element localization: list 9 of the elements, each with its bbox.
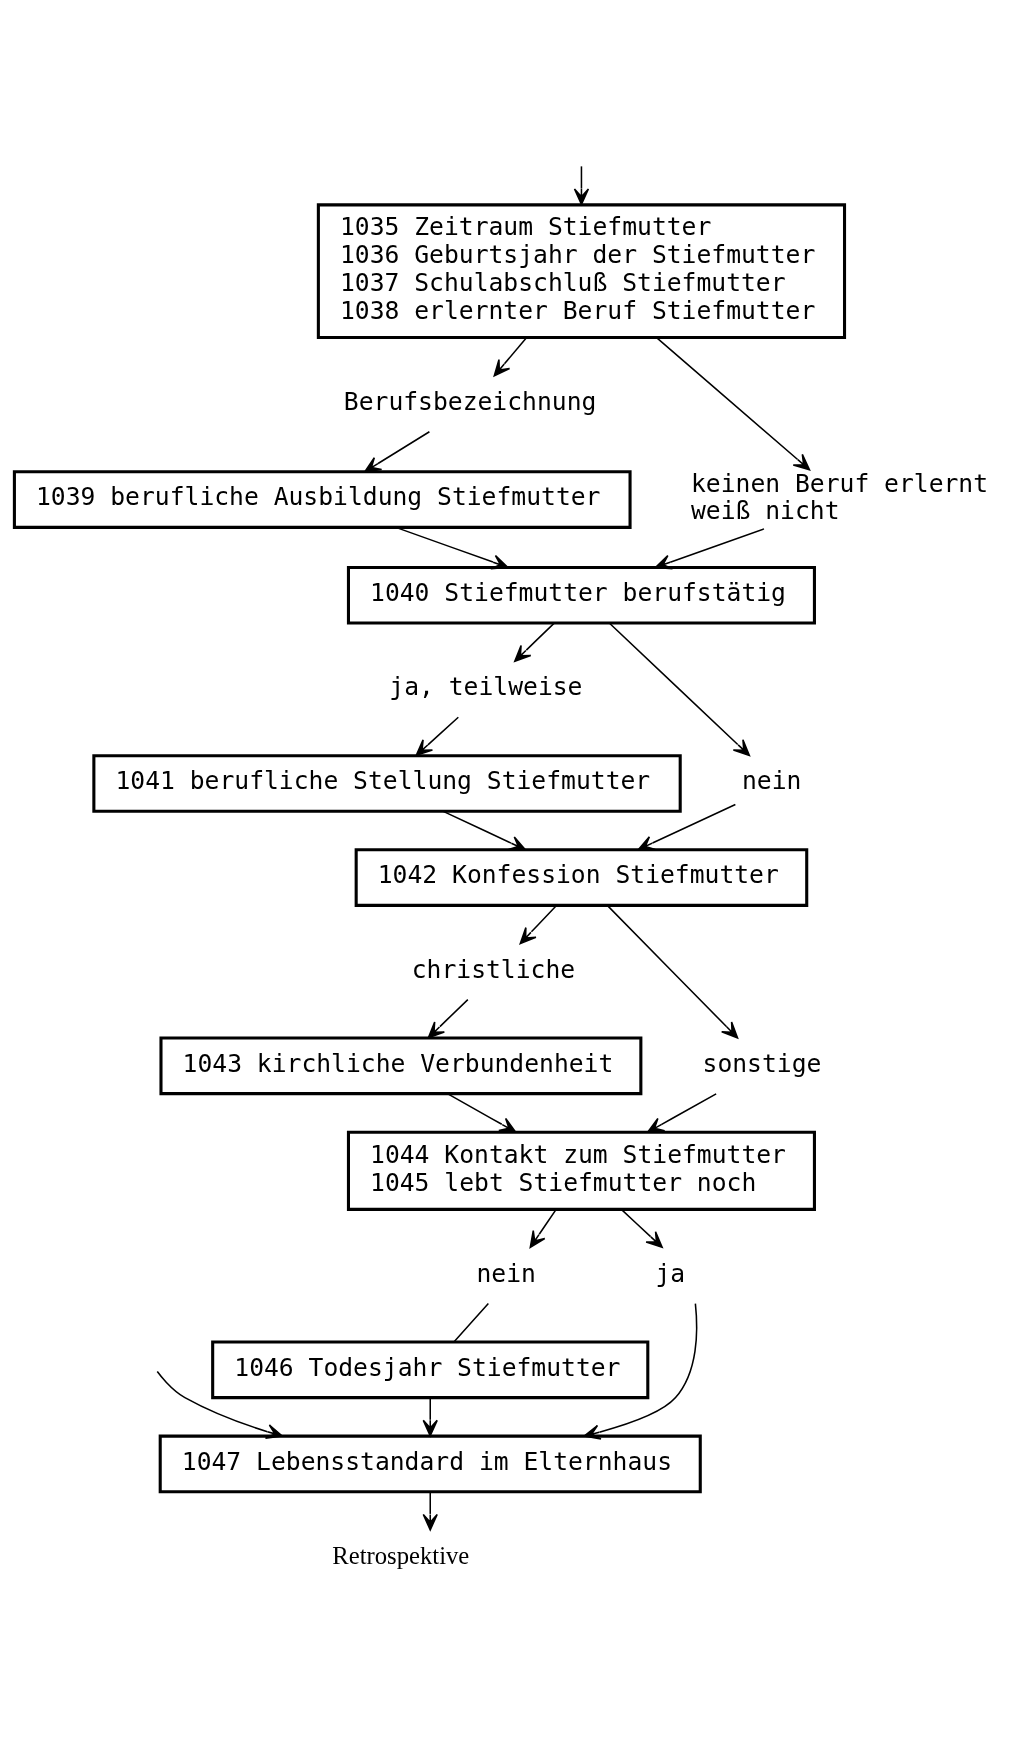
node-text: Retrospektive (332, 1541, 470, 1569)
node-text: ja (655, 1258, 686, 1288)
node-text: christliche (411, 954, 576, 984)
node-text: nein (741, 766, 802, 796)
node-text: sonstige (702, 1048, 822, 1078)
node-text: nein (476, 1258, 536, 1288)
node-text: Berufsbezeichnung (343, 386, 597, 416)
node-text: ja, teilweise (389, 672, 583, 702)
node-text: keinen Beruf erlernt weiß nicht (691, 468, 989, 526)
